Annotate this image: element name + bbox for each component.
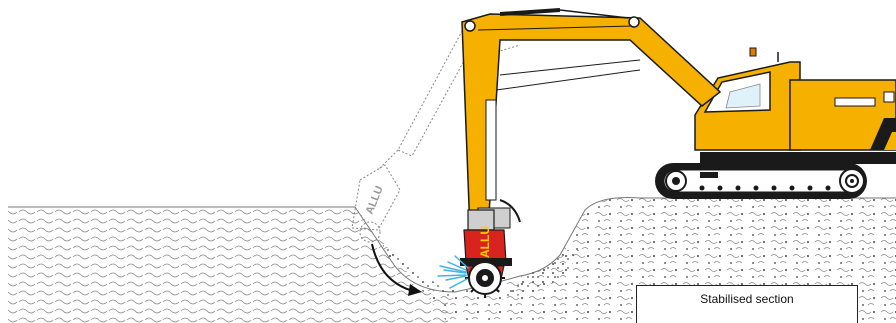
stabilised-section-text: Stabilised section <box>700 292 794 306</box>
crawler-track <box>655 163 867 199</box>
binder-spray <box>437 255 469 289</box>
ghost-attachment-brand: ALLU <box>364 184 386 216</box>
motion-arrow <box>371 243 411 291</box>
undercarriage <box>700 152 896 164</box>
excavator-body <box>694 47 896 151</box>
motion-arrow-head <box>408 284 422 296</box>
stabilised-section-label: Stabilised section <box>636 285 858 323</box>
stabiliser-attachment <box>460 209 512 298</box>
untreated-soil <box>8 207 448 323</box>
soil-surface-right <box>354 197 896 293</box>
mixing-zone-dots-2 <box>500 250 580 300</box>
mixing-zone-dots <box>380 240 460 296</box>
attachment-brand: ALLU <box>478 226 492 258</box>
